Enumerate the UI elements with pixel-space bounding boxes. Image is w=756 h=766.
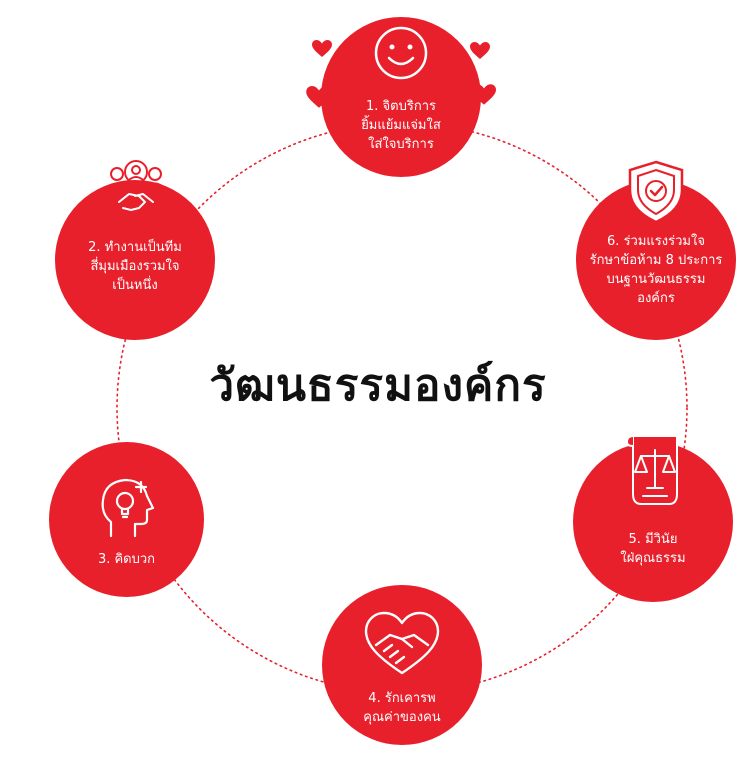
node-service-label: 1. จิตบริการ ยิ้มแย้มแจ่มใส ใส่ใจบริการ — [361, 99, 441, 152]
node-positive: 3. คิดบวก — [49, 442, 204, 597]
node-teamwork: 2. ทำงานเป็นทีม สี่มุมเมืองรวมใจ เป็นหนึ… — [55, 160, 215, 340]
node-respect: 4. รักเคารพ คุณค่าของคน — [322, 585, 482, 745]
page-title: วัฒนธรรมองค์กร — [209, 360, 547, 411]
node-discipline-label: 5. มีวินัย ใฝ่คุณธรรม — [620, 532, 686, 566]
heart-icon — [312, 40, 332, 57]
node-cooperation-label: 6. ร่วมแรงร่วมใจ รักษาข้อห้าม 8 ประการ บ… — [589, 234, 723, 306]
smiley-face-icon — [374, 26, 428, 80]
node-positive-label: 3. คิดบวก — [97, 552, 156, 567]
node-service: 1. จิตบริการ ยิ้มแย้มแจ่มใส ใส่ใจบริการ — [321, 17, 481, 177]
heart-handshake-icon — [364, 611, 440, 675]
head-lightbulb-icon — [101, 478, 155, 538]
node-respect-label: 4. รักเคารพ คุณค่าของคน — [363, 691, 441, 725]
node-cooperation: 6. ร่วมแรงร่วมใจ รักษาข้อห้าม 8 ประการ บ… — [576, 160, 736, 340]
shield-check-icon — [628, 160, 684, 224]
node-teamwork-label: 2. ทำงานเป็นทีม สี่มุมเมืองรวมใจ เป็นหนึ… — [88, 240, 182, 293]
team-handshake-icon — [98, 160, 174, 213]
scales-document-icon — [626, 435, 678, 505]
heart-icon — [470, 42, 490, 59]
node-discipline: 5. มีวินัย ใฝ่คุณธรรม — [573, 435, 733, 602]
